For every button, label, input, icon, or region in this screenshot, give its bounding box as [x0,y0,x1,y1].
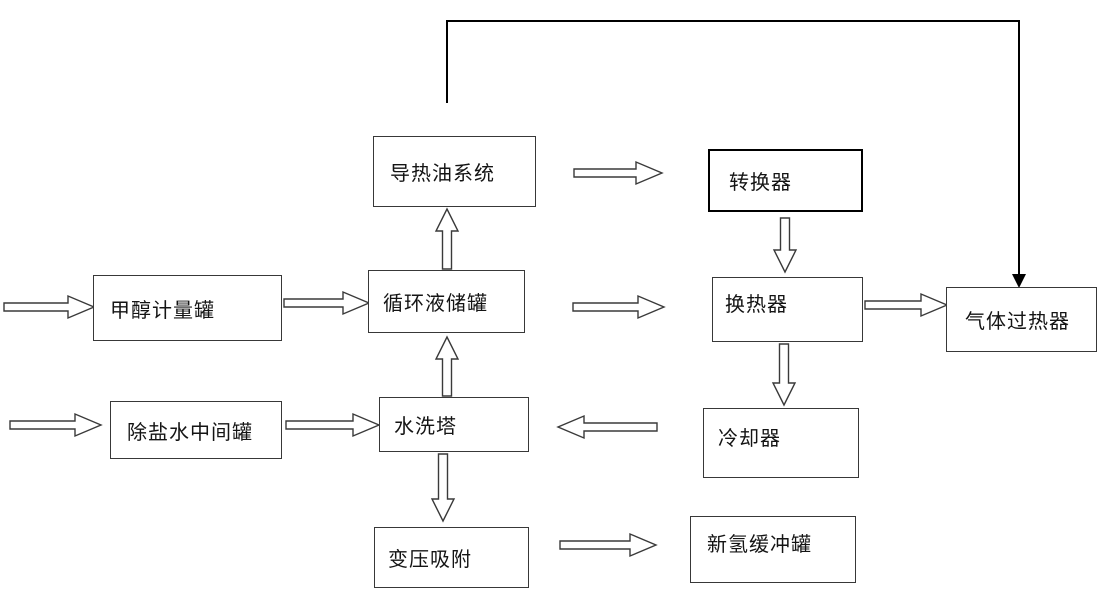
node-heat-exchanger: 换热器 [712,277,863,342]
node-hydrogen-buffer-tank: 新氢缓冲罐 [690,516,856,583]
node-psa: 变压吸附 [374,527,529,588]
node-cooler: 冷却器 [703,408,859,478]
node-converter: 转换器 [708,149,863,212]
arrow-wash-tower-to-psa [430,453,456,523]
feedback-line [446,20,1020,276]
arrow-cooler-to-wash-tower [556,414,658,440]
arrow-heat-exchanger-to-cooler [771,343,797,407]
node-gas-superheater: 气体过热器 [946,287,1097,352]
feedback-line-arrowhead-icon [1012,274,1026,288]
arrow-circulating-to-heat-exchanger [572,294,666,320]
arrow-circulating-to-heat-oil [434,207,460,270]
arrow-inlet-to-methanol-tank [3,294,96,320]
arrow-heat-oil-to-converter [573,160,664,186]
arrow-desalted-to-wash-tower [285,412,381,438]
node-water-wash-tower: 水洗塔 [379,397,529,452]
arrow-wash-tower-to-circulating [434,335,460,397]
arrow-converter-to-heat-exchanger [772,217,798,274]
arrow-methanol-to-circulating-tank [283,290,371,316]
node-heat-oil-system: 导热油系统 [373,136,536,207]
node-circulating-liquid-tank: 循环液储罐 [368,270,525,333]
node-desalted-water-tank: 除盐水中间罐 [110,401,282,459]
node-methanol-metering-tank: 甲醇计量罐 [93,275,282,341]
arrow-psa-to-hydrogen-buffer [559,532,658,558]
arrow-inlet-to-desalted-tank [9,412,103,438]
arrow-heat-exchanger-to-gas-superheater [864,292,949,318]
